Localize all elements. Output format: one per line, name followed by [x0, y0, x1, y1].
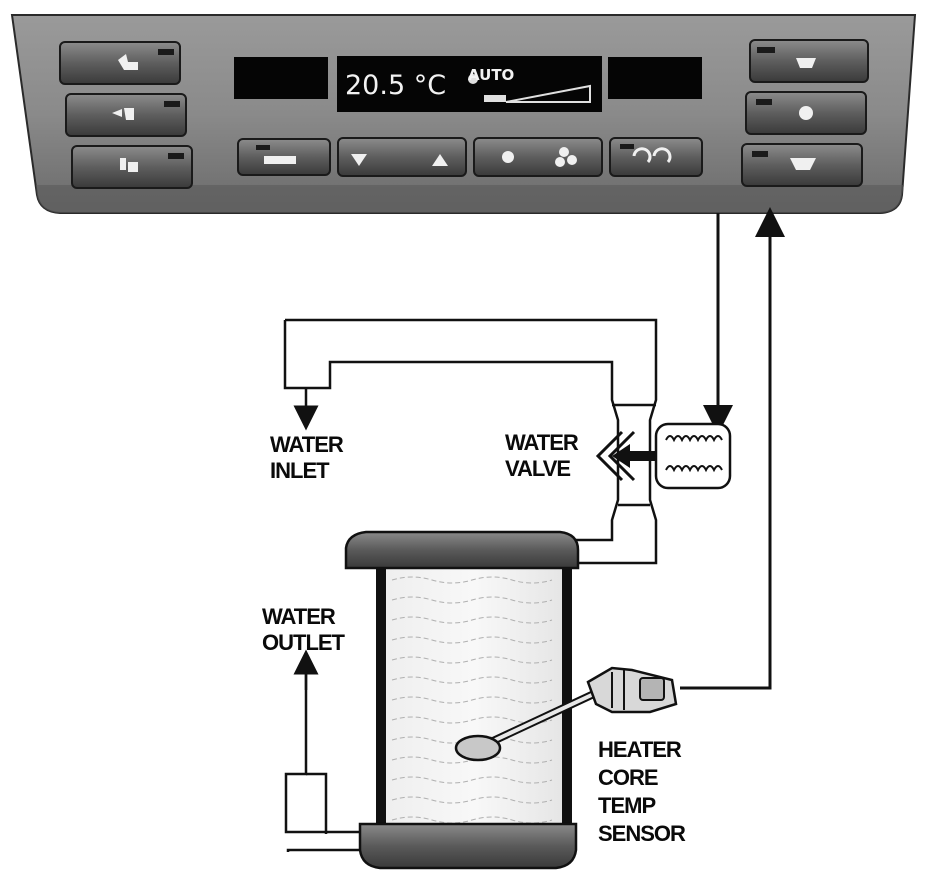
fan-high-icon[interactable] [555, 147, 577, 167]
water-inlet-label: WATER INLET [270, 432, 344, 483]
air-recirculation-button[interactable] [609, 137, 703, 177]
seat-vent-upper-button[interactable] [59, 41, 181, 85]
seat-vent-middle-button[interactable] [65, 93, 187, 137]
auto-button[interactable] [237, 138, 331, 176]
upper-coil-icon [665, 435, 723, 443]
heater-core-temp-sensor-label: HEATER CORE TEMP SENSOR [598, 737, 686, 846]
seat-vent-upper-icon [118, 54, 138, 70]
heater-core-top-tank [344, 530, 580, 570]
fan-low-icon[interactable] [502, 151, 514, 163]
temp-down-icon[interactable] [351, 154, 367, 166]
temperature-buttons[interactable] [337, 137, 467, 177]
seat-vent-footwell-icon [120, 158, 138, 172]
rear-defrost-button[interactable] [749, 39, 869, 83]
water-valve-label: WATER VALVE [505, 430, 579, 481]
display-mode: AUTO [468, 66, 515, 84]
recirculation-icon [799, 106, 813, 120]
core-fins [391, 576, 553, 824]
display-temperature: 20.5 °C [345, 70, 447, 101]
seat-vent-middle-icon [112, 108, 134, 120]
recirculation-button[interactable] [745, 91, 867, 135]
windshield-defrost-button[interactable] [741, 143, 863, 187]
display-level-bar [468, 74, 591, 103]
right-display-blank [608, 57, 702, 99]
signal-wires [680, 207, 785, 690]
water-outlet-label: WATER OUTLET [262, 604, 345, 655]
fan-speed-buttons[interactable] [473, 137, 603, 177]
outlet-pipe [284, 649, 360, 852]
seat-vent-footwell-button[interactable] [71, 145, 193, 189]
temp-up-icon[interactable] [432, 154, 448, 166]
heater-core-bottom-tank [358, 822, 578, 870]
climate-control-panel [10, 14, 917, 214]
air-recirc-icon [632, 147, 672, 163]
heater-core-temp-sensor [454, 666, 678, 762]
sensor-probe-tip [454, 734, 502, 762]
rear-defrost-icon [796, 58, 816, 68]
windshield-defrost-icon [790, 158, 816, 170]
heater-core [344, 530, 580, 870]
left-display-blank [234, 57, 328, 99]
auto-icon [264, 156, 296, 164]
lower-coil-icon [665, 465, 723, 473]
valve-solenoid [654, 422, 732, 490]
water-valve [595, 422, 732, 490]
sensor-signal-wire [680, 207, 785, 690]
fan-display-icon [468, 74, 478, 84]
